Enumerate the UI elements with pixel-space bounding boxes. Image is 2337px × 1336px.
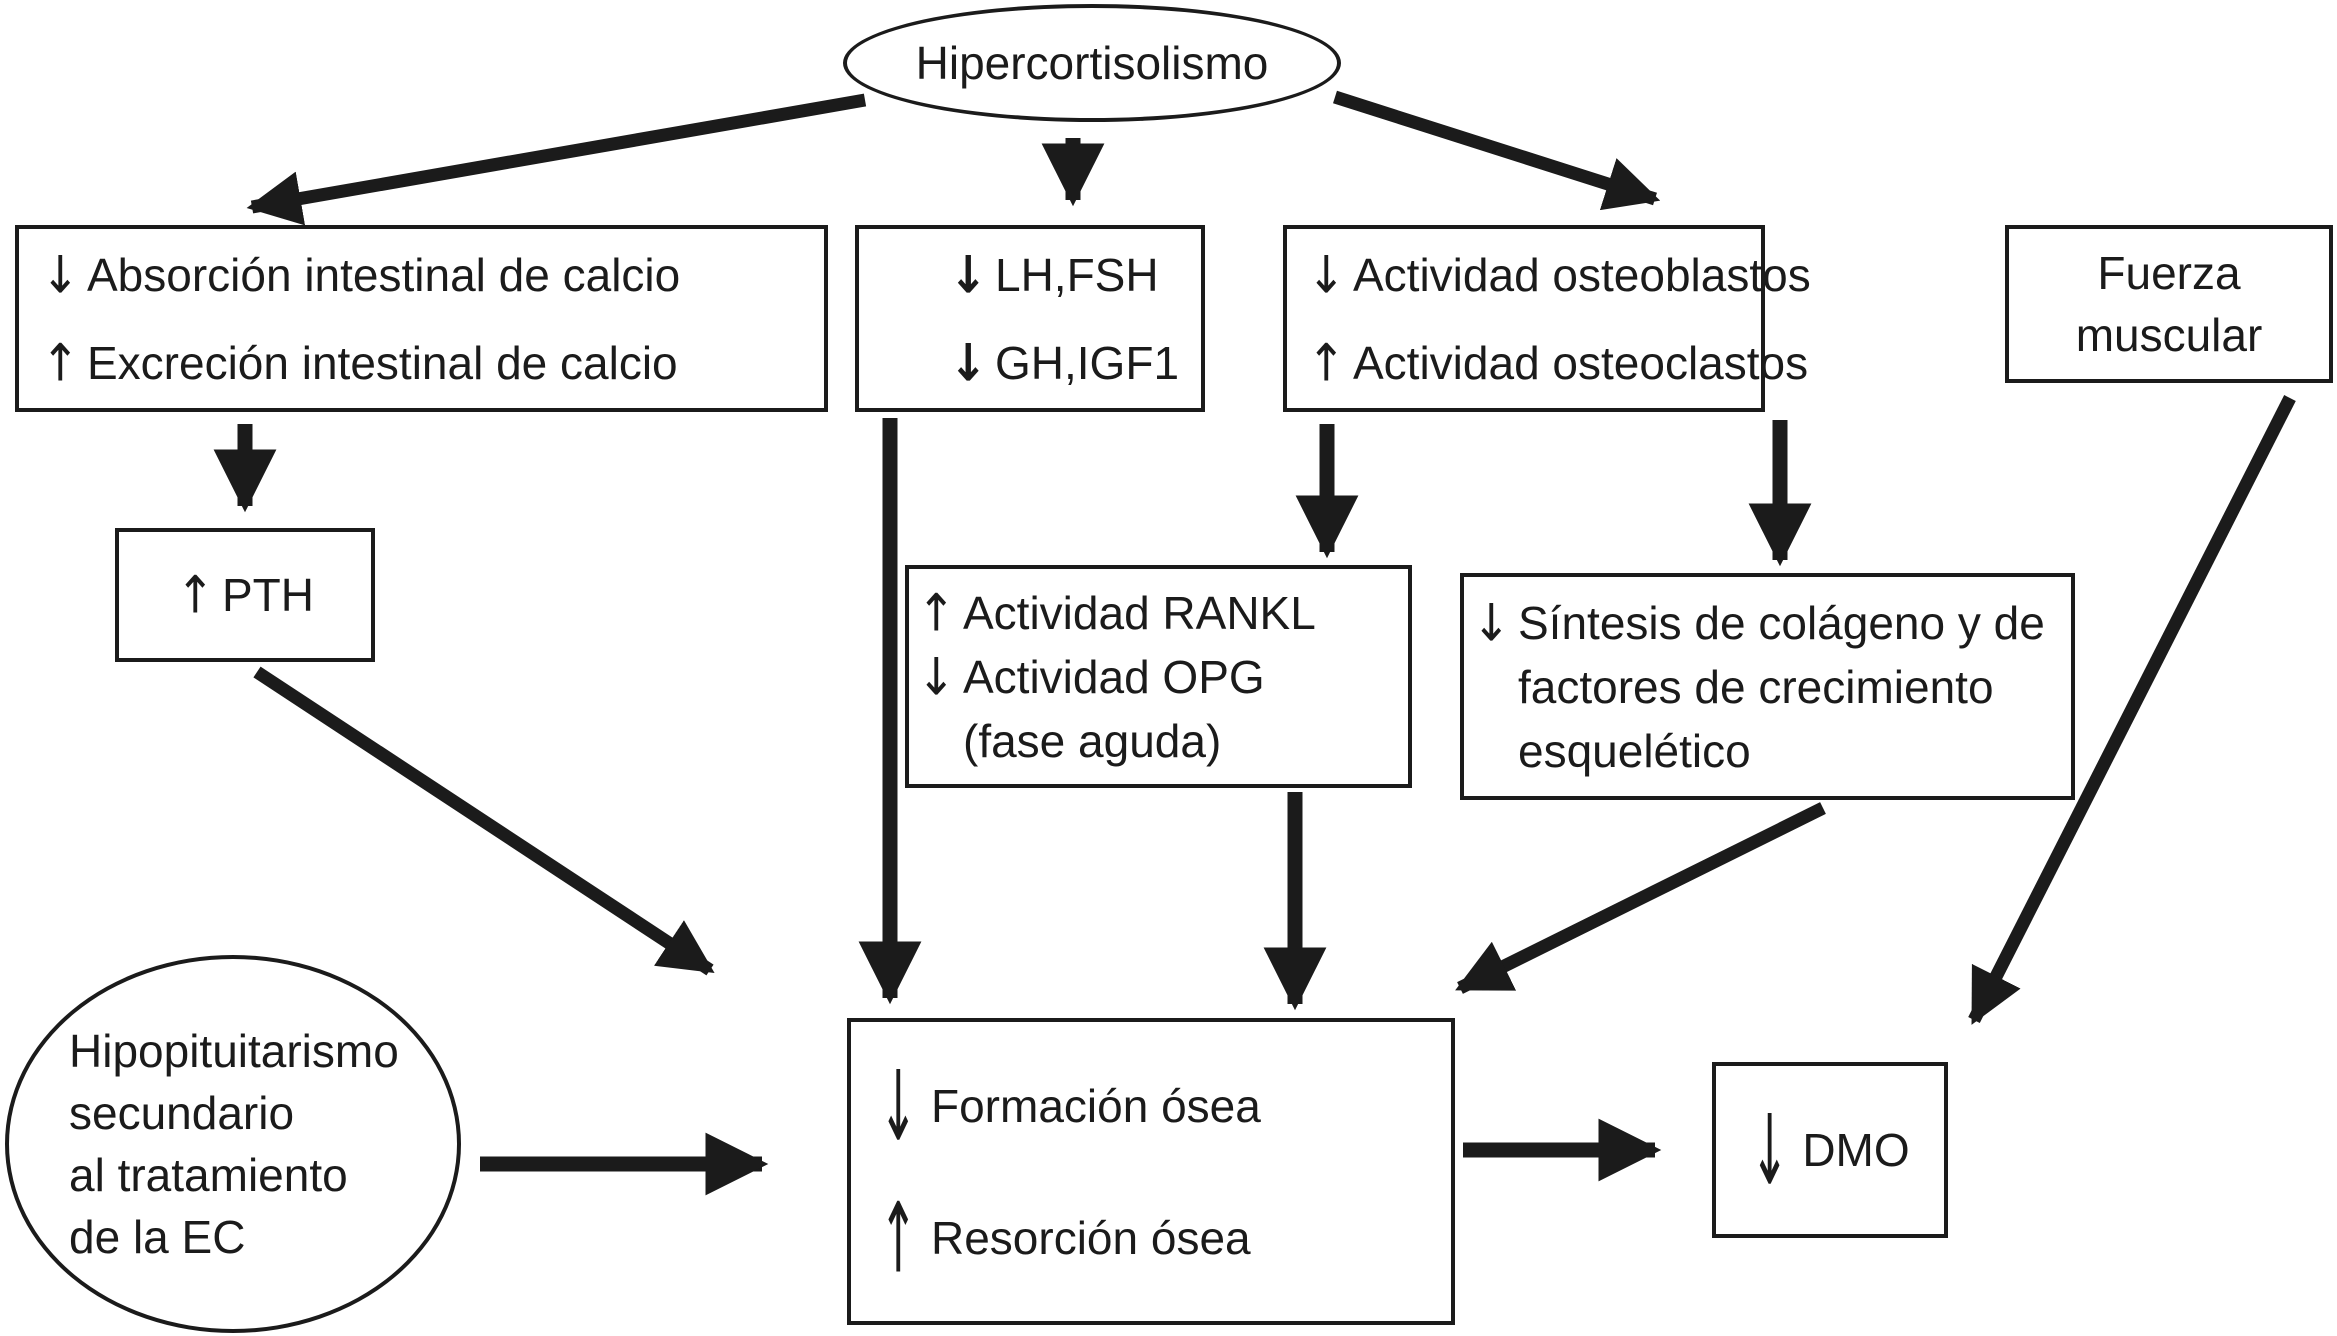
node-line-text: de la EC [69,1211,246,1263]
node-line-text: DMO [1802,1124,1910,1176]
node-pth: ↑ PTH [115,528,375,662]
node-line-text: Resorción ósea [931,1211,1251,1264]
down-arrow-glyph: ↓ [949,243,988,305]
node-line-text: Fuerza [2097,247,2241,299]
node-line-text: al tratamiento [69,1149,348,1201]
node-line: ↑ Actividad osteoclastos [1307,332,1808,394]
node-line-text: Actividad osteoclastos [1353,336,1809,389]
node-line: ↓ GH,IGF1 [949,332,1201,394]
node-actividad-osea: ↓ Actividad osteoblastos ↑ Actividad ost… [1283,225,1811,412]
up-arrow-glyph: ↑ [879,1180,918,1295]
arrow-hipercortisolismo-to-calcio [246,93,867,226]
node-rankl-opg: ↑ Actividad RANKL ↓ Actividad OPG (fase … [905,565,1412,788]
node-dmo: ↓ DMO [1712,1062,1948,1238]
down-arrow-glyph: ↓ [917,645,956,707]
node-sintesis-colageno: ↓ Síntesis de colágeno y de factores de … [1460,573,2075,800]
arrow-hipercortisolismo-to-actividad [1333,90,1661,211]
node-line: ↓ LH,FSH [949,244,1201,306]
down-arrow-glyph: ↓ [949,331,988,393]
node-line: ↑ Actividad RANKL [917,581,1408,645]
node-hipopituitarismo: Hipopituitarismo secundario al tratamien… [5,955,461,1333]
up-arrow-glyph: ↑ [1307,331,1346,393]
node-line: ↓ Síntesis de colágeno y de [1472,591,2071,655]
node-line-text: Síntesis de colágeno y de [1518,596,2045,649]
node-hipercortisolismo: Hipercortisolismo [843,4,1341,122]
down-arrow-glyph: ↓ [1307,243,1346,305]
node-line: esquelético [1472,719,2071,783]
arrow-fuerza-to-dmo [1968,395,2296,1025]
node-line-text: esquelético [1518,724,1751,777]
up-arrow-glyph: ↑ [41,331,80,393]
node-line: ↓ Absorción intestinal de calcio [41,244,824,306]
node-line: ↓ Actividad osteoblastos [1307,244,1811,306]
node-line: ↑ PTH [176,564,314,626]
node-line-text: Formación ósea [931,1079,1261,1132]
node-line-text: secundario [69,1087,295,1139]
down-arrow-glyph: ↓ [1750,1093,1789,1207]
node-line: ↓ Actividad OPG [917,645,1408,709]
node-hormonas: ↓ LH,FSH ↓ GH,IGF1 [855,225,1205,412]
node-line-text: LH,FSH [995,248,1159,301]
down-arrow-glyph: ↓ [41,243,80,305]
down-arrow-glyph: ↓ [879,1048,918,1163]
node-remodelado-oseo: ↓ Formación ósea ↑ Resorción ósea [847,1018,1455,1325]
node-line-text: (fase aguda) [963,714,1222,767]
node-line-text: Actividad RANKL [963,586,1316,639]
down-arrow-glyph: ↓ [1472,591,1511,653]
arrow-pth-to-remodelado [253,666,715,976]
node-line: (fase aguda) [917,709,1408,773]
node-line: ↓ DMO [1750,1093,1910,1206]
up-arrow-glyph: ↑ [917,581,956,643]
node-line-text: Hipopituitarismo [69,1025,399,1077]
node-calcio: ↓ Absorción intestinal de calcio ↑ Excre… [15,225,828,412]
node-line: ↑ Excreción intestinal de calcio [41,332,824,394]
node-line-text: Actividad osteoblastos [1353,248,1811,301]
node-line-text: PTH [222,569,314,621]
node-line: factores de crecimiento [1472,655,2071,719]
arrow-sintesis-to-remodelado [1455,802,1826,994]
node-line-text: Absorción intestinal de calcio [87,248,681,301]
node-line: ↑ Resorción ósea [879,1181,1451,1294]
up-arrow-glyph: ↑ [176,564,215,625]
node-line-text: factores de crecimiento [1518,660,1994,713]
node-line-text: Actividad OPG [963,650,1265,703]
node-line-text: GH,IGF1 [995,336,1180,389]
node-line-text: Excreción intestinal de calcio [87,336,678,389]
node-label: Hipercortisolismo [915,37,1269,89]
node-line-text: muscular [2075,309,2263,361]
node-fuerza-muscular: Fuerza muscular [2005,225,2333,383]
node-line: ↓ Formación ósea [879,1049,1451,1162]
